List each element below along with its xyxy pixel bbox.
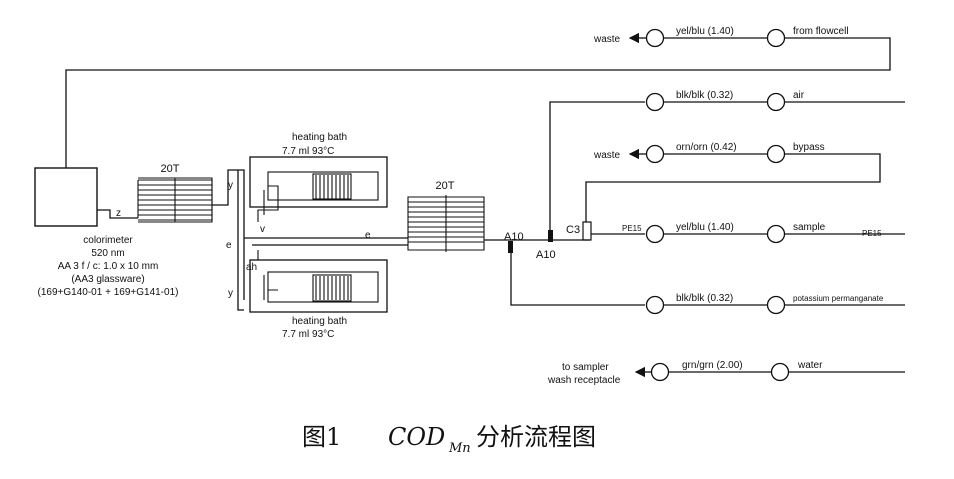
pump-row-flowcell [628,28,870,48]
pump-row-0-right: from flowcell [793,26,849,37]
pump-row-4-right: potassium permanganate [793,294,884,303]
colorimeter-box [34,167,98,227]
pump-row-1-right: air [793,90,805,101]
pump-node-left [645,224,665,244]
pump-node-right [766,144,786,164]
pump-row-2-left: waste [593,150,621,161]
pump-row-0-left: waste [593,34,621,45]
c3-label: C3 [566,224,580,236]
letter-y-bottom: y [228,288,233,299]
pump-row-bypass [628,144,870,164]
air-line [549,101,645,230]
pump-row-3-tube: yel/blu (1.40) [676,222,734,233]
manifold-inner-rail [237,170,244,311]
heating-coil-bottom [257,250,379,303]
permanganate-line [510,253,645,306]
caption-sub: Mn [448,441,471,456]
pump-row-3-left: PE15 [622,224,642,233]
pump-row-2-right: bypass [793,142,825,153]
pump-row-sample [645,224,905,244]
heating-bath-top-spec: 7.7 ml 93°C [282,146,334,157]
pump-row-water [634,362,905,382]
pump-row-3-right: sample [793,222,826,233]
c3-fitting [582,221,592,241]
heating-bath-bottom-name: heating bath [292,316,347,327]
caption-main: COD [388,423,445,451]
coil-left [137,177,213,223]
pump-row-permanganate [645,295,905,315]
pump-node-left [645,28,665,48]
pump-node-right [770,362,790,382]
a10-label-upper: A10 [504,231,524,243]
colorimeter-line-3: (AA3 glassware) [71,274,144,285]
colorimeter-outlet [97,209,138,219]
heating-bath-bottom-spec: 7.7 ml 93°C [282,329,334,340]
heating-bath-bottom [249,259,388,313]
pump-node-right [766,224,786,244]
caption-prefix: 图1 [302,423,341,451]
manifold-left-rail [212,169,245,300]
coil-left-label: 20T [161,163,180,175]
heating-bath-top-name: heating bath [292,132,347,143]
pump-node-right [766,295,786,315]
pump-row-air [645,92,905,112]
letter-v: v [260,224,265,235]
flowcell-return-line [65,37,891,168]
pump-row-3-right-extra: PE15 [862,229,882,238]
pump-row-4-tube: blk/blk (0.32) [676,293,733,304]
coil-right [407,195,485,252]
colorimeter-label: colorimeter [83,235,133,246]
bypass-line [585,153,881,222]
letter-z: z [116,208,121,219]
pump-row-5-left-2: wash receptacle [547,375,621,386]
letter-e-mid: e [365,230,371,241]
pump-node-right [766,92,786,112]
pump-row-5-left-1: to sampler [562,362,609,373]
letter-ah: ah [246,262,257,273]
pump-row-0-tube: yel/blu (1.40) [676,26,734,37]
colorimeter-line-4: (169+G140-01 + 169+G141-01) [38,287,179,298]
pump-row-1-tube: blk/blk (0.32) [676,90,733,101]
caption-suffix: 分析流程图 [476,423,596,451]
letter-e-left: e [226,240,232,251]
a10-label-lower: A10 [536,249,556,261]
heating-bath-top [249,156,388,208]
pump-row-5-right: water [797,360,823,371]
heating-coil-top [257,171,379,222]
pump-row-2-tube: orn/orn (0.42) [676,142,737,153]
pump-node-left [650,362,670,382]
coil-right-label: 20T [436,180,455,192]
pump-node-right [766,28,786,48]
colorimeter-line-2: AA 3 f / c: 1.0 x 10 mm [58,261,159,272]
a10-fitting-lower-marker [508,241,513,253]
colorimeter-line-1: 520 nm [91,248,124,259]
pump-node-left [645,295,665,315]
pump-row-5-tube: grn/grn (2.00) [682,360,743,371]
a10-fitting-upper-marker [548,230,553,242]
pump-node-left [645,92,665,112]
pump-node-left [645,144,665,164]
letter-y-top: y [228,180,233,191]
